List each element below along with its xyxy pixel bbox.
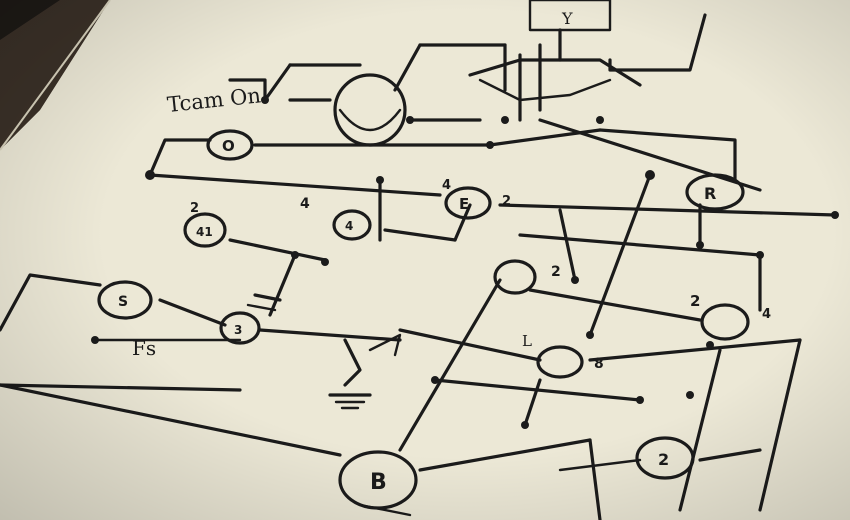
num-8: 8 — [594, 356, 604, 372]
component-e — [444, 186, 492, 220]
paper-edge — [0, 0, 111, 151]
node-o-label: O — [222, 137, 235, 155]
node-r-label: R — [704, 184, 716, 203]
fs-label: Fs — [132, 336, 156, 360]
num-4-left: 4 — [300, 196, 310, 212]
component-d-label: 3 — [234, 323, 242, 337]
component-g-label: 2 — [658, 450, 669, 469]
component-h — [338, 450, 418, 510]
component-fs — [97, 280, 153, 320]
component-a-label: 41 — [196, 225, 213, 239]
component-b-label: 4 — [345, 219, 353, 233]
component-c — [493, 259, 537, 295]
component-g — [635, 436, 695, 480]
component-d — [219, 311, 261, 345]
num-2-left: 2 — [190, 201, 199, 216]
num-4-right: 4 — [762, 307, 771, 322]
pen-shadow — [0, 0, 60, 40]
component-f — [700, 303, 750, 341]
top-box-label: Y — [561, 9, 573, 28]
num-2-right: 2 — [690, 292, 700, 310]
top-box — [528, 0, 612, 32]
num-2-top: 2 — [502, 194, 511, 209]
component-a — [183, 212, 227, 248]
circuit-components — [97, 129, 750, 510]
node-e-label: E — [459, 195, 469, 213]
component-o — [206, 129, 254, 161]
num-4-top: 4 — [442, 178, 451, 193]
letter-l: L — [522, 332, 532, 350]
component-e2 — [536, 345, 584, 379]
component-r — [685, 173, 745, 211]
component-b — [332, 209, 372, 241]
junction-dots — [91, 96, 839, 429]
component-fs-label: S — [118, 294, 128, 310]
component-h-label: B — [370, 470, 387, 495]
num-2-mid: 2 — [551, 264, 561, 280]
